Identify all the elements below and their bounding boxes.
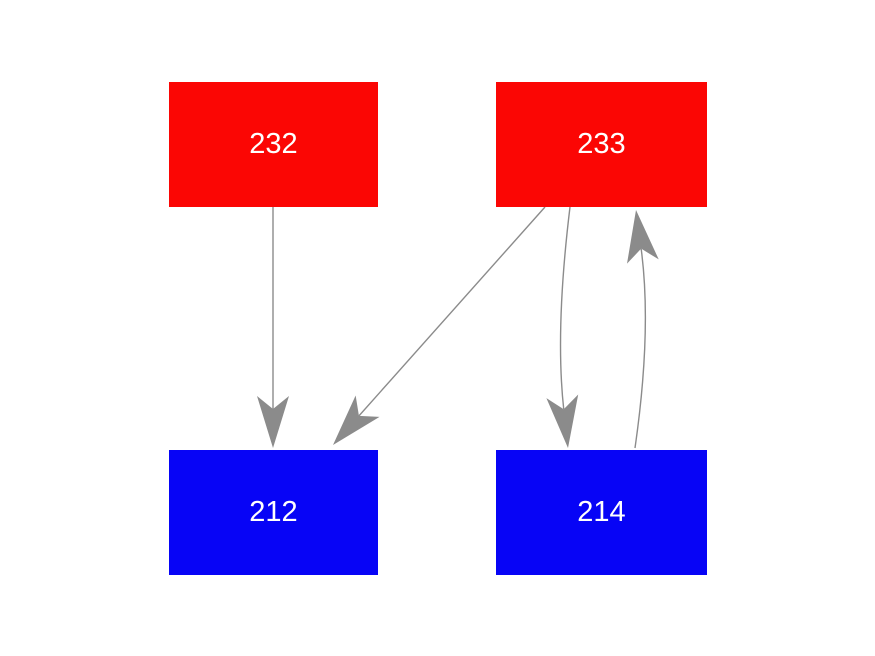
arrowhead-232-to-212 (257, 396, 289, 448)
arrowhead-233-to-214 (546, 394, 579, 448)
edge-233-to-214 (559, 206, 571, 410)
node-label: 232 (249, 128, 298, 160)
node-label: 214 (577, 496, 626, 528)
node-212: 212 (169, 450, 378, 575)
node-233: 233 (496, 82, 707, 207)
edge-233-to-212 (358, 206, 546, 417)
arrowhead-214-to-233 (627, 210, 659, 264)
node-label: 233 (577, 128, 626, 160)
node-label: 212 (249, 496, 298, 528)
node-232: 232 (169, 82, 378, 207)
arrowhead-233-to-212 (333, 395, 380, 445)
node-214: 214 (496, 450, 707, 575)
edge-214-to-233 (634, 248, 647, 449)
